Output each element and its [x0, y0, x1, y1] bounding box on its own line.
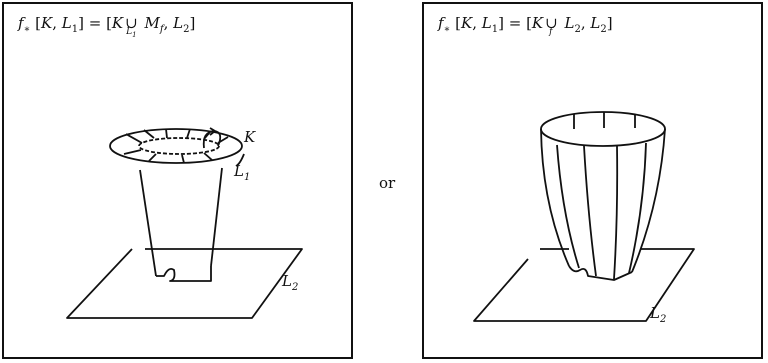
- label-K: K: [244, 128, 255, 146]
- cup-left-side: [540, 128, 570, 267]
- formula-equals: ] = [: [498, 14, 532, 32]
- right-formula: f∗ [K, L1] = [K∪f L2, L2]: [438, 14, 613, 37]
- cone-right-edge: [210, 167, 223, 267]
- formula-K-rhs: K: [111, 14, 124, 32]
- formula-comma-2: ,: [163, 14, 174, 32]
- formula-cup: ∪L1: [125, 14, 138, 39]
- formula-comma: ,: [52, 14, 62, 32]
- formula-L2-index: 2: [183, 24, 190, 35]
- plane-L2: [66, 248, 303, 319]
- cup-symbol: ∪: [125, 14, 138, 32]
- formula-L2-index: 2: [574, 24, 581, 35]
- left-formula: f∗ [K, L1] = [K∪L1 Mf, L2]: [18, 14, 196, 39]
- cup-ribs: [556, 142, 647, 280]
- formula-bracket-open: [: [455, 14, 461, 32]
- formula-K: K: [461, 14, 473, 32]
- cup-sub-f: f: [549, 27, 553, 37]
- formula-L2b-index: 2: [600, 24, 607, 35]
- label-K-text: K: [244, 128, 256, 146]
- cone-bottom: [156, 266, 212, 282]
- label-L2: L2: [282, 272, 298, 293]
- or-connector: or: [379, 174, 395, 192]
- cup-subscript: L1: [126, 27, 136, 39]
- formula-bracket-close: ]: [606, 14, 613, 32]
- cup-rim: [540, 111, 666, 147]
- cup-sub-index: 1: [132, 30, 137, 39]
- label-L2-letter: L: [650, 304, 660, 322]
- plane-L2: [473, 248, 695, 322]
- cup-subscript: f: [549, 27, 552, 37]
- formula-L2: L: [173, 14, 184, 32]
- formula-K-rhs: K: [531, 14, 544, 32]
- collar-ribs: [123, 128, 229, 164]
- formula-bracket-close: ]: [189, 14, 196, 32]
- formula-M-sub: f: [159, 24, 164, 35]
- formula-L-index: 1: [71, 24, 79, 35]
- L1-pointer: [235, 153, 245, 167]
- collar-inner: [138, 137, 220, 155]
- formula-bracket-open: [: [35, 14, 41, 32]
- right-panel: f∗ [K, L1] = [K∪f L2, L2] L2: [422, 2, 763, 359]
- formula-star: ∗: [23, 24, 31, 35]
- left-panel: f∗ [K, L1] = [K∪L1 Mf, L2] K L1 L2: [2, 2, 353, 359]
- K-arrowhead: [209, 127, 216, 136]
- formula-K: K: [41, 14, 53, 32]
- formula-L: L: [481, 14, 492, 32]
- left-cone-figure: [66, 127, 303, 319]
- formula-cup: ∪f: [545, 14, 558, 37]
- formula-L2b: L: [590, 14, 601, 32]
- formula-comma: ,: [472, 14, 482, 32]
- cup-bottom: [568, 265, 633, 281]
- formula-L-index: 1: [491, 24, 499, 35]
- rim-ribs: [573, 112, 636, 129]
- formula-f: f: [18, 14, 24, 32]
- cup-sub-L: L: [126, 27, 133, 37]
- label-L2: L2: [650, 304, 666, 325]
- formula-L2: L: [564, 14, 575, 32]
- label-L2-index: 2: [291, 282, 299, 293]
- collar-outer: [109, 128, 243, 164]
- formula-f: f: [438, 14, 444, 32]
- cup-right-side: [631, 128, 666, 273]
- label-L1: L1: [234, 162, 250, 183]
- formula-equals: ] = [: [78, 14, 112, 32]
- or-text: or: [379, 174, 396, 192]
- label-L1-letter: L: [234, 162, 244, 180]
- label-L2-index: 2: [659, 314, 667, 325]
- formula-M: M: [144, 14, 160, 32]
- label-L2-letter: L: [282, 272, 292, 290]
- cup-symbol: ∪: [545, 14, 558, 32]
- formula-comma-2: ,: [580, 14, 591, 32]
- formula-L: L: [61, 14, 72, 32]
- right-cup-figure: [473, 111, 695, 322]
- cone-left-edge: [139, 169, 157, 277]
- label-L1-index: 1: [243, 172, 251, 183]
- formula-star: ∗: [443, 24, 451, 35]
